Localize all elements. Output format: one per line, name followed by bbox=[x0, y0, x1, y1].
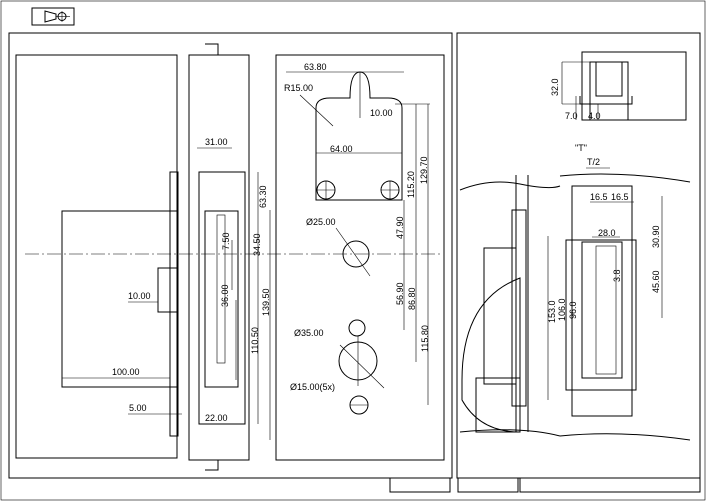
title-block-2 bbox=[457, 477, 519, 493]
dim-106: 106.0 bbox=[557, 298, 567, 321]
strip-view bbox=[188, 43, 271, 471]
main-frame-right bbox=[456, 32, 701, 479]
dim-115-20: 115.20 bbox=[406, 171, 416, 198]
dim-hole-15: Ø15.00(5x) bbox=[290, 382, 335, 392]
dim-hole-35: Ø35.00 bbox=[294, 328, 324, 338]
dim-slot-64: 64.00 bbox=[330, 144, 353, 154]
title-block-1 bbox=[389, 477, 451, 493]
door-section bbox=[459, 167, 691, 441]
dim-strip-22: 22.00 bbox=[205, 413, 228, 423]
dim-129-70: 129.70 bbox=[419, 156, 429, 184]
dim-115-80: 115.80 bbox=[420, 325, 430, 352]
dim-plate-5: 5.00 bbox=[129, 403, 147, 413]
dim-63-30: 63.30 bbox=[258, 185, 268, 208]
dim-28: 28.0 bbox=[598, 228, 616, 238]
dim-detail-32: 32.0 bbox=[550, 78, 560, 96]
dim-139-50: 139.50 bbox=[261, 288, 271, 316]
title-block-3 bbox=[519, 477, 701, 493]
main-frame-left bbox=[8, 32, 453, 479]
projection-symbol-icon bbox=[31, 7, 75, 26]
dim-3-8: 3.8 bbox=[612, 269, 622, 282]
dim-63-80: 63.80 bbox=[304, 62, 327, 72]
dim-t-label: "T" bbox=[575, 143, 587, 153]
dim-96: 96.0 bbox=[568, 301, 578, 319]
dim-plate-100: 100.00 bbox=[112, 367, 140, 377]
faceplate-view bbox=[275, 54, 445, 461]
dim-7-50: 7.50 bbox=[221, 232, 231, 250]
dim-16-5b: 16.5 bbox=[611, 192, 629, 202]
dim-30-90: 30.90 bbox=[651, 225, 661, 248]
dim-36: 36.00 bbox=[220, 284, 230, 307]
dim-slot-10: 10.00 bbox=[370, 108, 393, 118]
dim-hole-25: Ø25.00 bbox=[306, 217, 336, 227]
dim-plate-10: 10.00 bbox=[128, 291, 151, 301]
dim-56-90: 56.90 bbox=[395, 282, 405, 305]
detail-section bbox=[561, 51, 687, 121]
dim-34-50: 34.50 bbox=[252, 233, 262, 256]
dim-r15: R15.00 bbox=[284, 83, 313, 93]
dim-16-5a: 16.5 bbox=[590, 192, 608, 202]
dim-detail-7: 7.0 bbox=[565, 111, 578, 121]
dim-detail-4: 4.0 bbox=[588, 111, 601, 121]
wall-section bbox=[15, 54, 179, 459]
dim-47-90: 47.90 bbox=[395, 216, 405, 239]
dim-45-60: 45.60 bbox=[651, 270, 661, 293]
dim-110-50: 110.50 bbox=[250, 327, 260, 354]
dim-86-80: 86.80 bbox=[407, 287, 417, 310]
dim-t-half: T/2 bbox=[587, 157, 600, 167]
dim-strip-31: 31.00 bbox=[205, 137, 228, 147]
dim-153: 153.0 bbox=[547, 300, 557, 323]
